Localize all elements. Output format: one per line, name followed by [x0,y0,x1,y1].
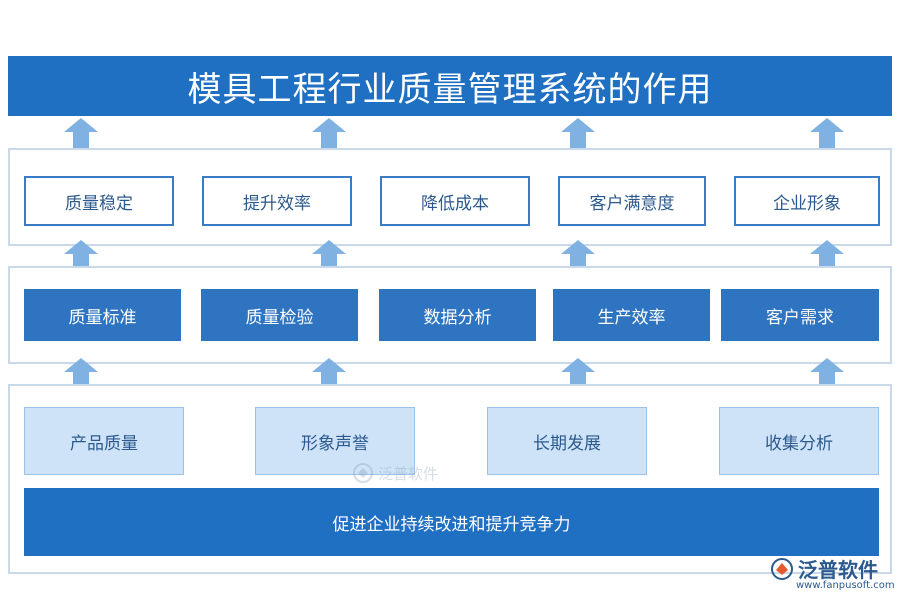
middle-box-4: 生产效率 [553,289,710,341]
up-arrow-icon [810,118,844,148]
up-arrow-icon [312,240,346,270]
middle-box-5: 客户需求 [721,289,879,341]
watermark-logo-icon [353,463,373,483]
middle-box-2: 质量检验 [201,289,358,341]
title-bar: 模具工程行业质量管理系统的作用 [8,56,892,116]
bottom-box-3: 长期发展 [487,407,647,475]
brand-logo-text: 泛普软件 [798,558,878,582]
middle-box-3: 数据分析 [379,289,536,341]
watermark: 泛普软件 [352,462,438,484]
top-box-3: 降低成本 [380,176,530,226]
watermark-text: 泛普软件 [378,464,439,483]
up-arrow-icon [810,240,844,270]
bottom-box-1: 产品质量 [24,407,184,475]
middle-box-1: 质量标准 [24,289,181,341]
up-arrow-icon [561,358,595,388]
up-arrow-icon [64,240,98,270]
up-arrow-icon [312,118,346,148]
top-box-1: 质量稳定 [24,176,174,226]
bottom-box-4: 收集分析 [719,407,879,475]
up-arrow-icon [312,358,346,388]
brand-logo: 泛普软件 www.fanpusoft.com [770,554,895,591]
up-arrow-icon [561,118,595,148]
up-arrow-icon [810,358,844,388]
bottom-banner: 促进企业持续改进和提升竞争力 [24,488,879,556]
up-arrow-icon [64,118,98,148]
up-arrow-icon [64,358,98,388]
brand-logo-icon [771,557,793,580]
top-box-2: 提升效率 [202,176,352,226]
top-box-4: 客户满意度 [558,176,706,226]
up-arrow-icon [561,240,595,270]
page-title: 模具工程行业质量管理系统的作用 [187,69,713,110]
bottom-box-2: 形象声誉 [255,407,415,475]
top-box-5: 企业形象 [734,176,880,226]
brand-logo-url: www.fanpusoft.com [796,580,895,591]
